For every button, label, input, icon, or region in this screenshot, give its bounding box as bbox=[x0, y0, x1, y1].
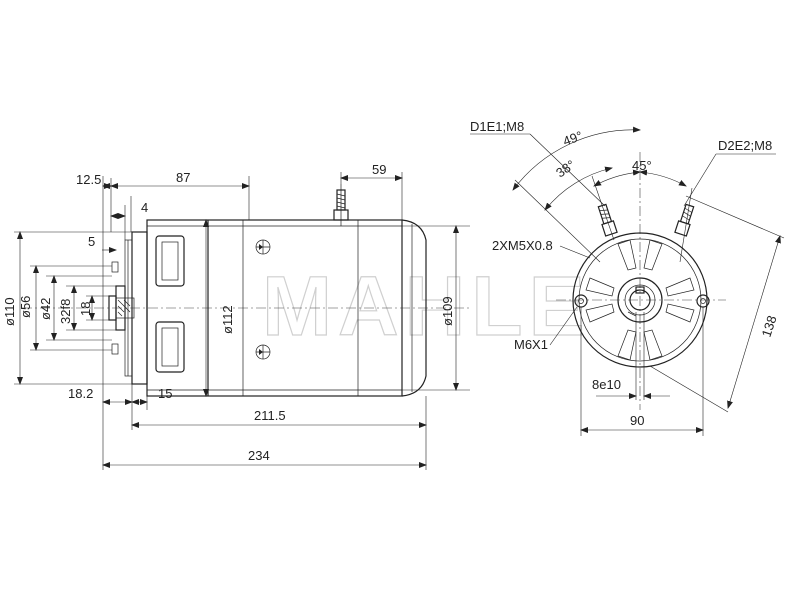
dim-diameter-109: ø109 bbox=[440, 296, 455, 326]
dim-234: 234 bbox=[248, 448, 270, 463]
dim-12-5: 12.5 bbox=[76, 172, 101, 187]
dim-90: 90 bbox=[630, 413, 644, 428]
dim-32f8: 32f8 bbox=[58, 299, 73, 324]
label-d1e1-m8: D1E1;M8 bbox=[470, 119, 524, 134]
vent-window-upper bbox=[155, 235, 185, 287]
dim-diameter-56: ø56 bbox=[18, 296, 33, 318]
dim-diameter-112: ø112 bbox=[220, 305, 235, 334]
end-view: D1E1;M8 D2E2;M8 49° 38° 45° 2XM5X0.8 M6X… bbox=[470, 119, 785, 436]
dim-4: 4 bbox=[141, 200, 148, 215]
terminal-stud-d1 bbox=[597, 203, 618, 237]
angle-45: 45° bbox=[632, 158, 652, 173]
label-d2e2-m8: D2E2;M8 bbox=[718, 138, 772, 153]
shaft-end bbox=[629, 289, 651, 311]
angle-49: 49° bbox=[561, 128, 585, 149]
dim-15: 15 bbox=[158, 386, 172, 401]
label-thread-2xm5: 2XM5X0.8 bbox=[492, 238, 553, 253]
end-housing-outer bbox=[572, 232, 708, 368]
dim-138: 138 bbox=[759, 314, 780, 339]
output-shaft bbox=[108, 261, 135, 355]
dim-5: 5 bbox=[88, 234, 95, 249]
side-view: 12.5 87 59 4 5 ø110 ø56 ø42 32f8 18 ø112… bbox=[2, 162, 470, 470]
dim-18-2: 18.2 bbox=[68, 386, 93, 401]
dim-211-5: 211.5 bbox=[254, 408, 286, 423]
terminal-stud bbox=[333, 184, 349, 226]
screw-head-icon bbox=[255, 239, 271, 255]
dim-59: 59 bbox=[372, 162, 386, 177]
dim-key-8e10: 8e10 bbox=[592, 377, 621, 392]
hub-ring bbox=[617, 277, 663, 323]
end-cover-ribs bbox=[585, 239, 695, 361]
angle-38: 38° bbox=[553, 157, 578, 181]
keyway bbox=[635, 286, 645, 294]
screw-head-icon bbox=[255, 344, 271, 360]
watermark-logo: MAHLE bbox=[262, 259, 591, 353]
dim-87: 87 bbox=[176, 170, 190, 185]
dim-diameter-42: ø42 bbox=[38, 298, 53, 320]
dim-diameter-110: ø110 bbox=[2, 297, 17, 326]
vent-window-lower bbox=[155, 321, 185, 373]
motor-end-cap bbox=[401, 219, 427, 397]
label-m6x1: M6X1 bbox=[514, 337, 548, 352]
dim-18: 18 bbox=[78, 302, 93, 316]
